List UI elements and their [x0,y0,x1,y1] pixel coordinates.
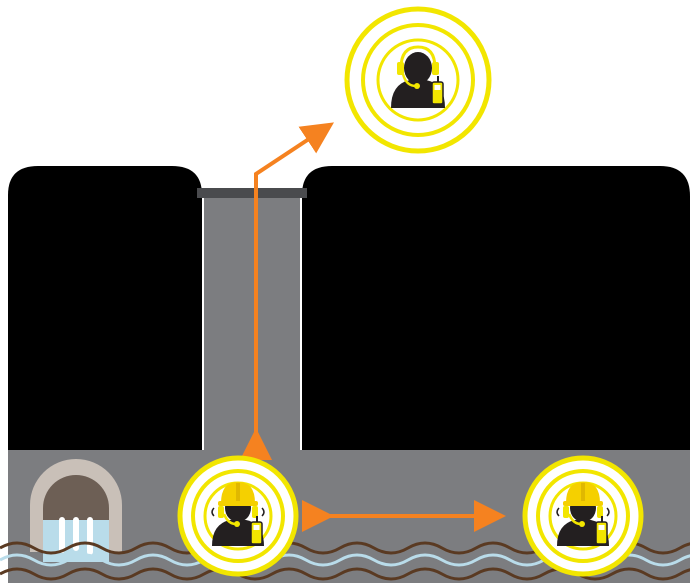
ground-right [302,166,690,450]
ground-left [8,166,202,450]
manhole-rim [197,188,307,198]
entrant-2-node [522,455,644,577]
link-arrow-entrant-to-surface [240,122,335,460]
access-shaft [204,190,300,452]
surface-attendant-node [344,6,492,154]
inflow-pipe-icon [30,459,122,562]
entrant-1-node [177,455,299,577]
